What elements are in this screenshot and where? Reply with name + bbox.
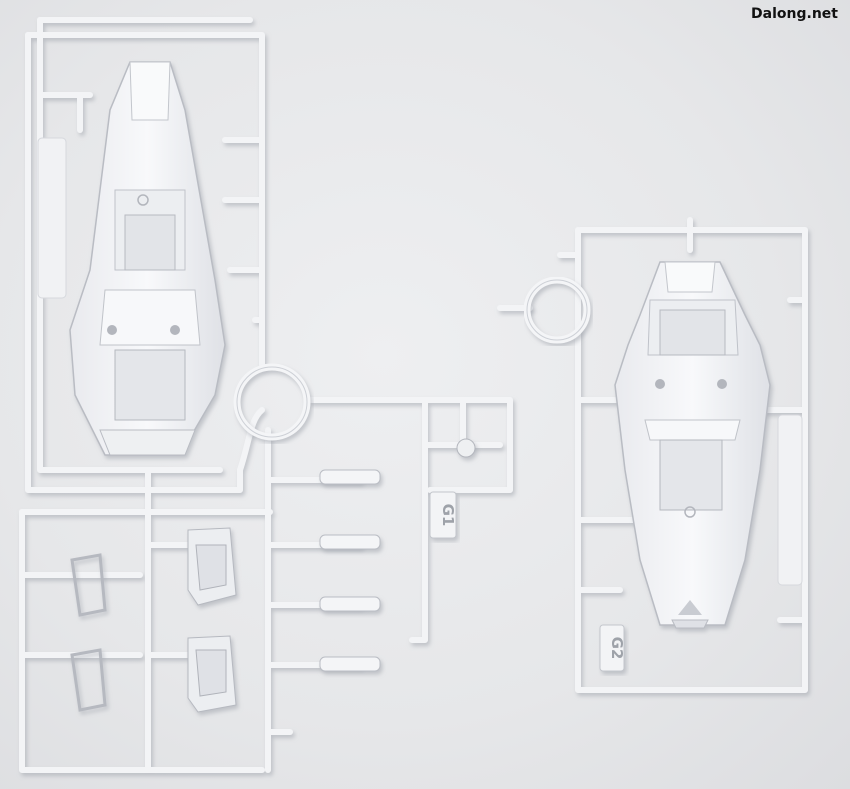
small-parts-g1 [70, 438, 476, 713]
sprue-ring-g2 [523, 276, 591, 344]
g2-label: G2 [608, 637, 626, 660]
g1-label: G1 [439, 504, 457, 527]
sprue-frame-g2 [497, 217, 808, 693]
watermark: Dalong.net [751, 6, 838, 22]
sprue-ring-g1 [233, 363, 311, 441]
g2-tag: G2 [599, 624, 626, 672]
armor-part-left [69, 61, 226, 456]
g1-tag: G1 [429, 491, 457, 539]
left-name-tag [37, 137, 67, 299]
right-name-tag [777, 414, 803, 586]
armor-part-right [614, 261, 771, 629]
